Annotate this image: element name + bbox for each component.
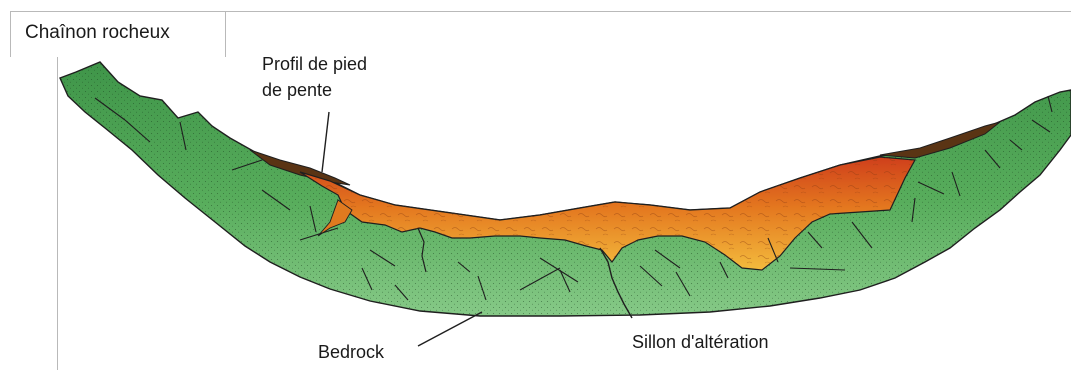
label-weathering-groove: Sillon d'altération — [632, 330, 769, 354]
leader-line-groove — [596, 318, 632, 322]
leader-line-bedrock — [418, 312, 482, 346]
label-slope-foot-line1: Profil de pied — [262, 52, 367, 76]
label-bedrock: Bedrock — [318, 340, 384, 364]
bedrock-body — [60, 62, 1071, 316]
leader-line-slope-foot — [322, 112, 329, 172]
label-slope-foot-line2: de pente — [262, 78, 332, 102]
